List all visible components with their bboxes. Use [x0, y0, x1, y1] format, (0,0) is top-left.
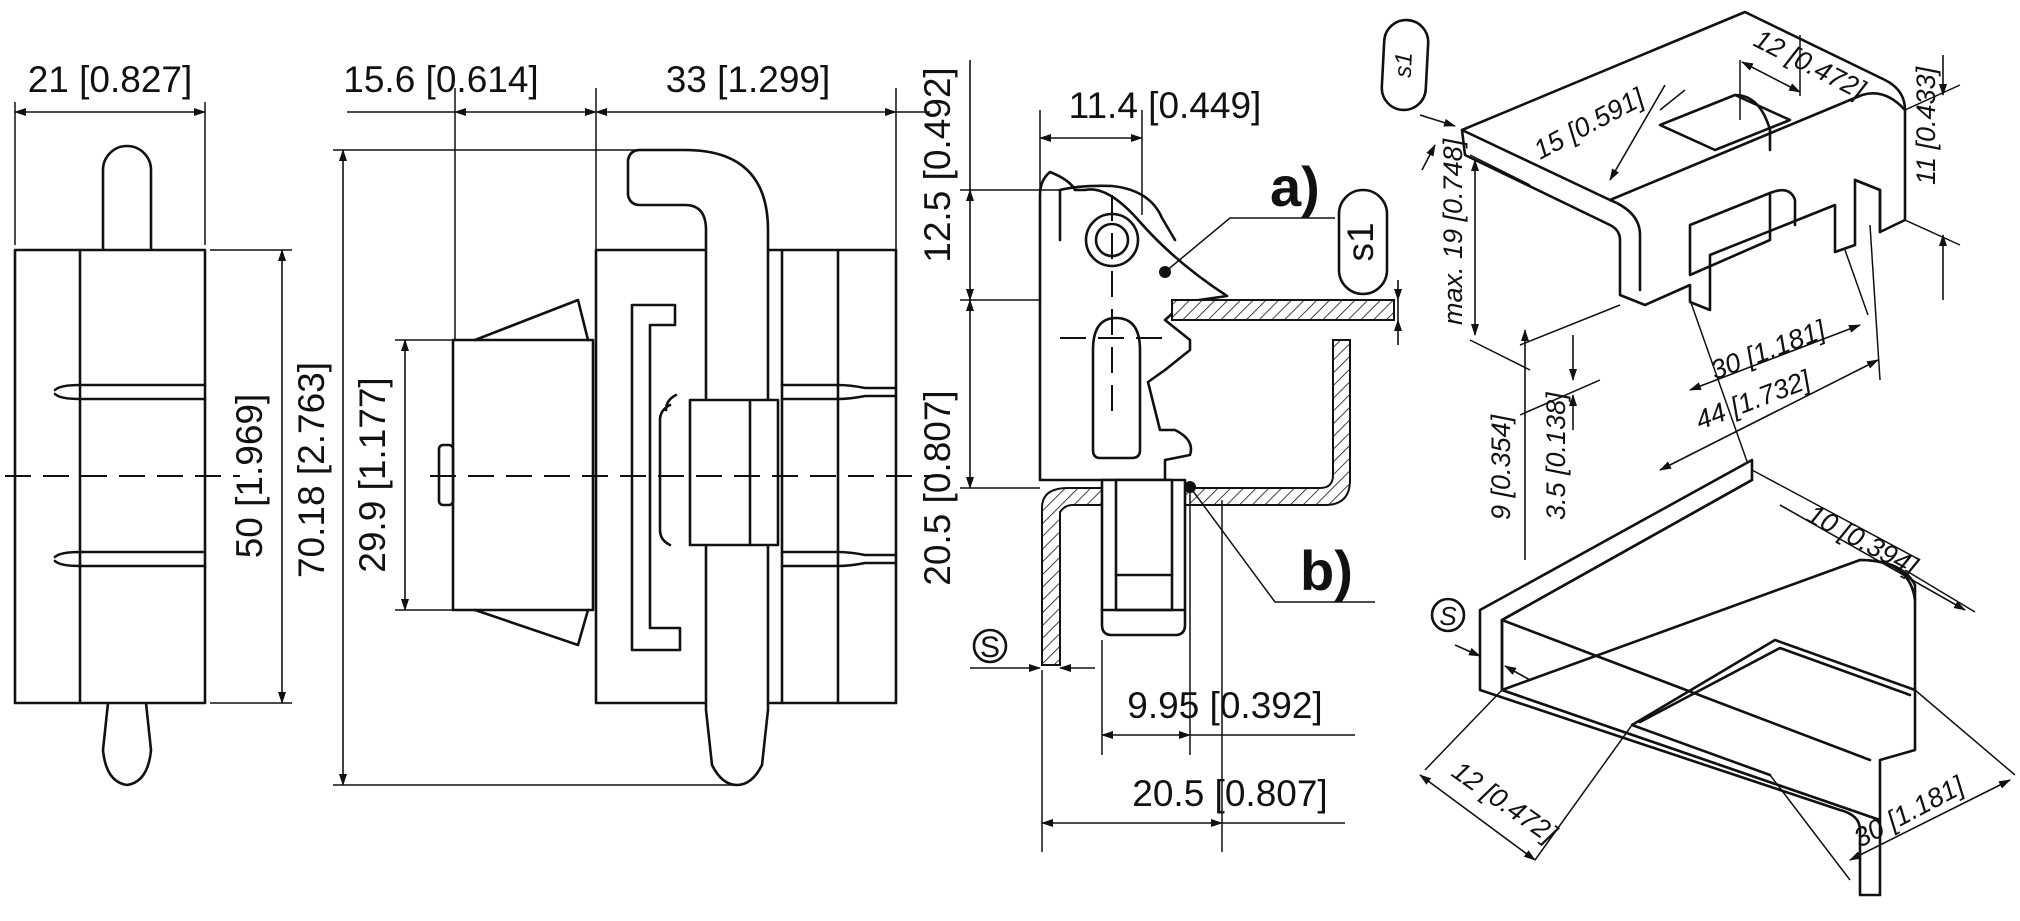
- section-top-width-dim: 11.4 [0.449]: [1069, 85, 1262, 126]
- iso-upper-overall-width-dim: 44 [1.732]: [1691, 364, 1815, 436]
- bottom-pin: [101, 701, 153, 787]
- latch-height-dim: 29.9 [1.177]: [352, 377, 393, 572]
- iso-upper-s1-label: s1: [1390, 52, 1418, 79]
- side-view: 15.6 [0.614] 33 [1.299] 70.18 [2.763] 29…: [291, 59, 945, 787]
- callout-a: a): [1270, 155, 1320, 218]
- section-bottom-width-dim: 20.5 [0.807]: [1132, 773, 1327, 814]
- section-slot-width-dim: 9.95 [0.392]: [1127, 685, 1322, 726]
- iso-lower-view: S 10 [0.394] 12 [0.472] 30 [1.181]: [1419, 458, 2016, 897]
- iso-lower-s-label: S: [1439, 601, 1457, 631]
- section-s1-label: s1: [1340, 222, 1381, 261]
- front-height-dim: 50 [1.969]: [229, 394, 270, 559]
- top-pin: [101, 144, 153, 252]
- callout-b: b): [1300, 539, 1353, 602]
- section-s-label: S: [980, 631, 1000, 664]
- iso-upper-tab-height-dim: 11 [0.433]: [1911, 65, 1941, 185]
- overall-height-dim: 70.18 [2.763]: [291, 362, 332, 578]
- pin-offset-dim: 15.6 [0.614]: [343, 59, 538, 100]
- iso-upper-view: s1 12 [0.472] 15 [0.591] 11 [0.433] max.…: [1380, 10, 1961, 560]
- front-view: 21 [0.827] 50 [1.969]: [5, 59, 292, 787]
- section-upper-height-dim: 12.5 [0.492]: [917, 67, 958, 262]
- iso-lower-slot-depth-dim: 12 [0.472]: [1447, 755, 1564, 849]
- iso-upper-cutout-width-dim: 30 [1.181]: [1706, 314, 1830, 386]
- section-lower-height-dim: 20.5 [0.807]: [917, 390, 958, 585]
- iso-upper-step-3-5-dim: 3.5 [0.138]: [1541, 391, 1571, 520]
- front-width-dim: 21 [0.827]: [28, 59, 193, 100]
- body-width-dim: 33 [1.299]: [666, 59, 831, 100]
- section-view: a) b) s1 S 11.4 [0.449] 12.5 [0.492] 20.…: [917, 60, 1402, 852]
- iso-upper-max-height-dim: max. 19 [0.748]: [1438, 137, 1468, 325]
- iso-upper-step-9-dim: 9 [0.354]: [1486, 413, 1516, 520]
- hook-pin: [626, 148, 770, 787]
